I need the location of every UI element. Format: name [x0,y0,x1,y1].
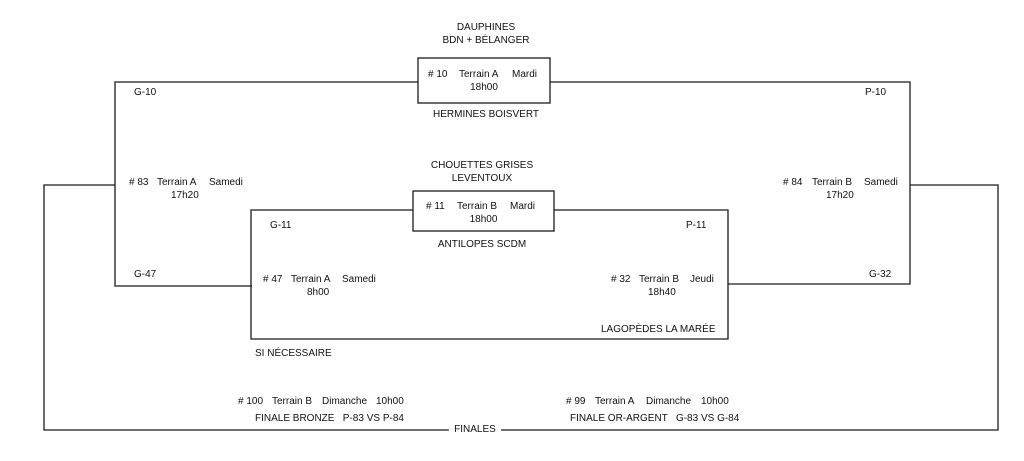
match-11-number: # 11 [426,201,445,212]
match-84-number: # 84 [783,177,803,188]
team-chouettes-name: CHOUETTES GRISES [430,160,534,171]
match-84-day: Samedi [864,177,898,188]
match-32-time: 18h40 [648,287,676,298]
match-32-field: Terrain B [639,274,680,285]
match-84-field: Terrain B [812,177,853,188]
label-p10: P-10 [865,87,887,98]
bracket-line-finals [43,184,999,431]
match-10-field: Terrain A [459,69,499,80]
match-100-day: Dimanche [322,396,368,407]
match-47-day: Samedi [342,274,376,285]
match-11-field: Terrain B [457,201,498,212]
label-p11: P-11 [686,220,707,231]
match-100-field: Terrain B [272,396,313,407]
label-g10: G-10 [134,87,157,98]
team-antilopes: ANTILOPES SCDM [437,239,527,250]
match-83-time: 17h20 [171,190,199,201]
match-99-field: Terrain A [595,396,635,407]
match-83-number: # 83 [129,177,149,188]
match-99-day: Dimanche [646,396,692,407]
match-32-day: Jeudi [690,274,714,285]
match-47-field: Terrain A [291,274,331,285]
team-chouettes-coach: LEVENTOUX [451,173,513,184]
match-32-number: # 32 [611,274,631,285]
match-box-10 [417,57,551,104]
team-dauphines-coach: BDN + BÉLANGER [442,35,530,46]
match-99-time: 10h00 [701,396,729,407]
bracket-line-g10 [114,81,418,287]
match-83-day: Samedi [209,177,243,188]
bracket-line-g11 [250,209,729,340]
team-hermines: HERMINES BOISVERT [433,109,539,120]
match-84-time: 17h20 [826,190,854,201]
match-11-day: Mardi [510,201,536,212]
match-10-time: 18h00 [470,82,498,93]
label-g11: G-11 [270,220,292,231]
match-83-field: Terrain A [157,177,197,188]
label-g32: G-32 [869,269,892,280]
label-finale-or-argent: FINALE OR-ARGENT G-83 VS G-84 [570,413,740,424]
match-47-time: 8h00 [307,287,330,298]
match-100-time: 10h00 [376,396,404,407]
label-g47: G-47 [134,269,157,280]
match-10-day: Mardi [512,69,538,80]
team-dauphines-name: DAUPHINES [456,22,516,33]
team-lagopedes: LAGOPÈDES LA MARÉE [601,324,716,335]
bracket-line-p10 [550,81,911,285]
match-box-11 [412,190,555,232]
match-11-time: 18h00 [469,214,498,225]
label-finale-bronze: FINALE BRONZE P-83 VS P-84 [255,413,404,424]
label-finales: FINALES [449,424,501,435]
match-99-number: # 99 [566,396,586,407]
match-10-number: # 10 [428,69,448,80]
match-100-number: # 100 [238,396,264,407]
label-si-necessaire: SI NÉCESSAIRE [255,348,332,359]
match-47-number: # 47 [263,274,283,285]
